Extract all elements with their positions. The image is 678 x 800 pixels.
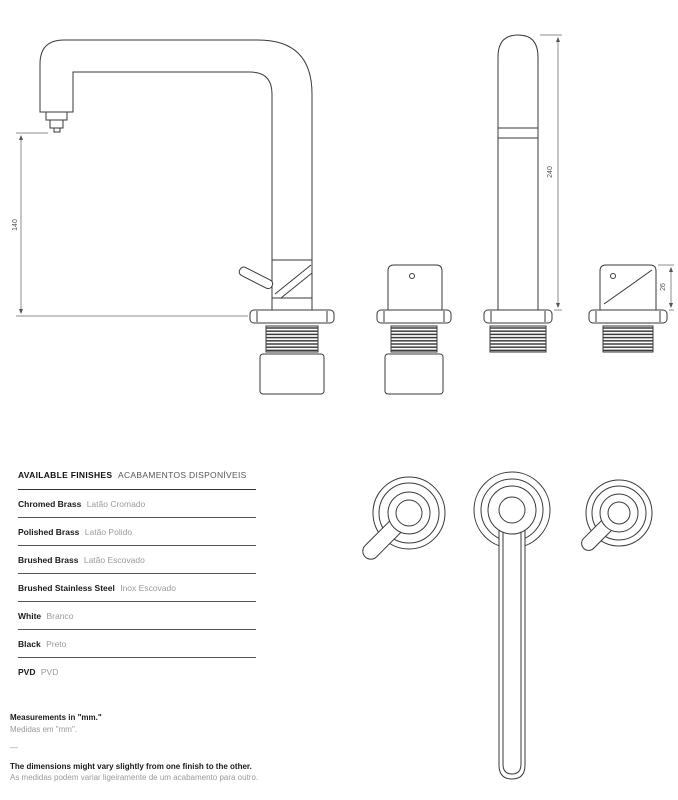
aerator	[45, 111, 68, 121]
finish-row: Polished Brass Latão Polido	[18, 518, 256, 546]
mixer-lever	[238, 266, 274, 290]
handle-side-view	[588, 264, 668, 353]
handle-dot	[610, 273, 616, 279]
finish-name-pt: Latão Escovado	[83, 555, 145, 565]
handle-dot	[409, 273, 415, 279]
lever-top	[581, 509, 623, 551]
dim-26-label: 26	[660, 283, 667, 291]
dim-240-label: 240	[547, 166, 554, 178]
handle-top-view-left	[362, 476, 446, 560]
finish-name-pt: Preto	[46, 639, 67, 649]
handle-front-view	[376, 264, 452, 395]
note-dimensions-en: The dimensions might vary slightly from …	[10, 761, 252, 771]
finish-name-en: Polished Brass	[18, 527, 80, 537]
handle-top-view-right	[581, 479, 653, 551]
note-measurements-en: Measurements in "mm."	[10, 713, 102, 722]
lever-top	[362, 508, 414, 560]
dim-140-label: 140	[12, 219, 19, 231]
finish-name-en: Chromed Brass	[18, 499, 82, 509]
spout-top-view	[473, 471, 551, 780]
faucet-front-view	[39, 39, 335, 395]
finish-name-pt: Inox Escovado	[120, 583, 176, 593]
finish-name-en: Brushed Brass	[18, 555, 79, 565]
finish-name-en: PVD	[18, 667, 36, 677]
note-measurements-pt: Medidas em "mm".	[10, 724, 78, 734]
finish-row: White Branco	[18, 602, 256, 630]
finish-row: Brushed Stainless Steel Inox Escovado	[18, 574, 256, 602]
finish-name-en: Black	[18, 639, 41, 649]
finish-row: PVD PVD	[18, 658, 256, 685]
finish-name-pt: Branco	[46, 611, 74, 621]
deck-flange	[249, 309, 335, 324]
finishes-header-en: AVAILABLE FINISHES	[18, 470, 113, 480]
dimension-26: 26	[658, 264, 674, 311]
finish-name-en: Brushed Stainless Steel	[18, 583, 115, 593]
spout-tube-top	[498, 504, 526, 780]
footnotes: Measurements in "mm." Medidas em "mm". —…	[10, 712, 340, 784]
dimension-140: 140	[12, 132, 248, 317]
finishes-header-pt: ACABAMENTOS DISPONÍVEIS	[118, 470, 247, 480]
finishes-table: AVAILABLE FINISHES ACABAMENTOS DISPONÍVE…	[18, 466, 256, 685]
finish-row: Black Preto	[18, 630, 256, 658]
faucet-side-view	[483, 34, 553, 353]
finish-name-pt: PVD	[40, 667, 59, 677]
finish-name-pt: Latão Polido	[84, 527, 133, 537]
mounting-block	[259, 353, 325, 395]
finish-name-pt: Latão Cromado	[86, 499, 146, 509]
finish-row: Brushed Brass Latão Escovado	[18, 546, 256, 574]
note-divider: —	[10, 743, 18, 753]
threaded-shank	[265, 325, 319, 353]
finish-row: Chromed Brass Latão Cromado	[18, 490, 256, 518]
note-dimensions-pt: As medidas podem variar ligeiramente de …	[10, 773, 259, 783]
finish-name-en: White	[18, 611, 42, 621]
dimension-240: 240	[540, 34, 562, 311]
finishes-header: AVAILABLE FINISHES ACABAMENTOS DISPONÍVE…	[18, 466, 256, 490]
